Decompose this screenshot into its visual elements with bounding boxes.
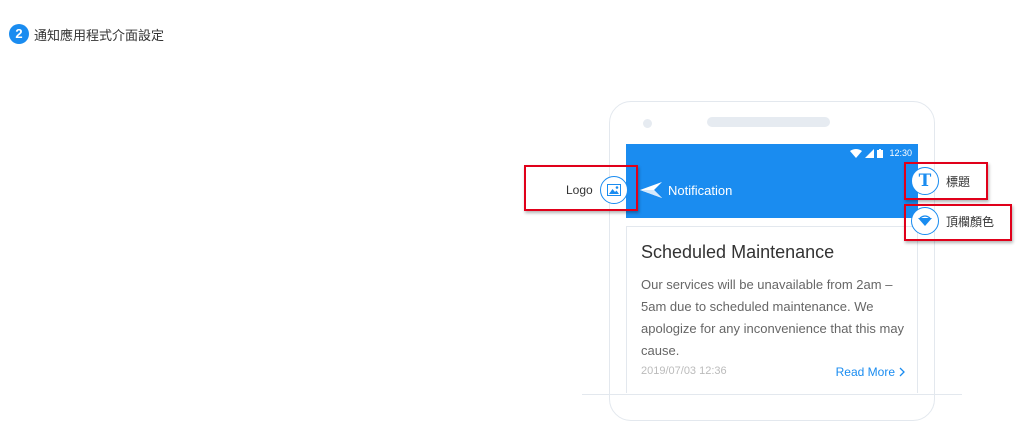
title-label: 標題 — [946, 174, 971, 189]
bar-color-callout[interactable]: 頂欄顏色 — [911, 207, 994, 235]
paint-bucket-icon[interactable] — [911, 207, 939, 235]
title-callout[interactable]: T 標題 — [911, 167, 970, 195]
notification-card: Scheduled Maintenance Our services will … — [626, 226, 918, 393]
status-time: 12:30 — [889, 148, 912, 158]
step-number-badge: 2 — [9, 24, 29, 44]
logo-callout[interactable]: Logo — [566, 176, 628, 204]
signal-icon — [865, 148, 875, 158]
wifi-icon — [850, 148, 863, 158]
logo-label: Logo — [566, 183, 593, 197]
phone-camera — [643, 119, 652, 128]
logo-highlight-box — [524, 165, 638, 211]
battery-icon — [877, 148, 884, 158]
read-more-label: Read More — [835, 365, 895, 379]
phone-speaker — [707, 117, 830, 127]
chevron-right-icon — [899, 367, 905, 377]
paper-plane-icon — [640, 182, 662, 198]
text-t-icon[interactable]: T — [911, 167, 939, 195]
notification-title-row: Notification — [640, 182, 732, 198]
notification-header-bar[interactable]: 12:30 Notification — [626, 144, 918, 218]
notification-title: Notification — [668, 182, 733, 198]
section-title: 通知應用程式介面設定 — [34, 28, 165, 44]
card-body: Our services will be unavailable from 2a… — [641, 277, 905, 358]
bar-color-label: 頂欄顏色 — [946, 214, 995, 229]
section-header: 2 通知應用程式介面設定 — [9, 24, 164, 44]
card-date: 2019/07/03 12:36 — [641, 365, 727, 377]
image-icon[interactable] — [599, 176, 628, 204]
baseline-divider — [582, 394, 962, 395]
card-title: Scheduled Maintenance — [641, 242, 835, 262]
title-highlight-box — [904, 162, 988, 200]
read-more-link[interactable]: Read More — [836, 365, 905, 379]
bar-color-highlight-box — [904, 204, 1012, 241]
status-bar: 12:30 — [850, 148, 912, 158]
